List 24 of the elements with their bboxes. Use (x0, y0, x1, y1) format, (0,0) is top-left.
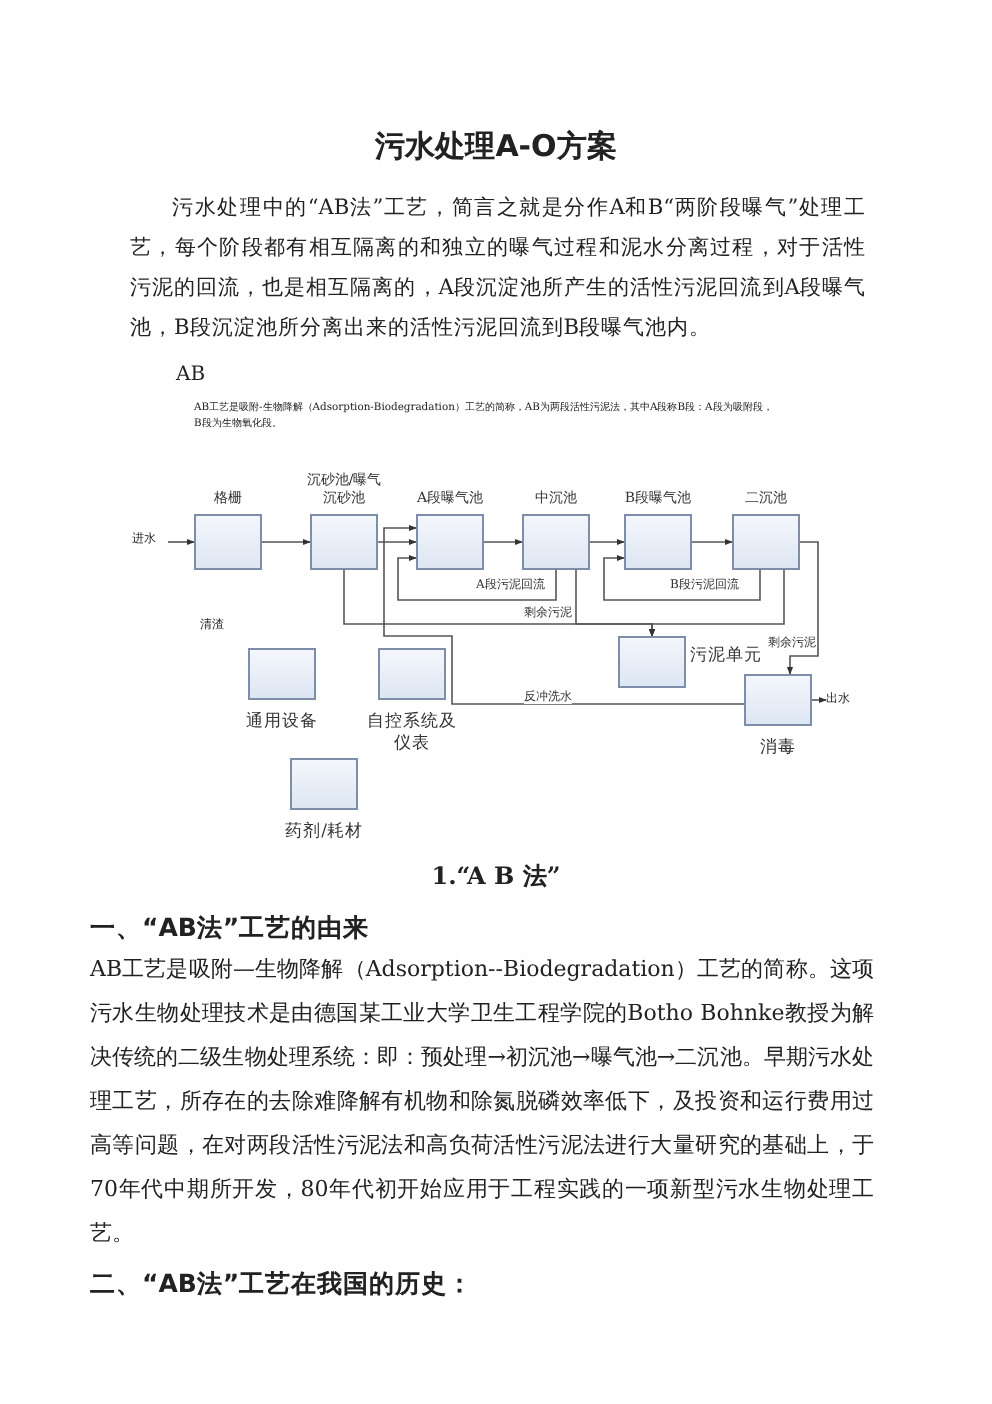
arrow (377, 538, 417, 546)
arrow (603, 554, 761, 601)
figure-heading: AB (176, 364, 206, 386)
arrow (483, 538, 523, 546)
box-label: 通用设备 (244, 712, 320, 734)
arrow (167, 538, 195, 546)
section-heading: 二、“AB法”工艺在我国的历史： (90, 1268, 474, 1302)
box-label: 污泥单元 (690, 648, 762, 666)
box-label: 自控系统及仪表 (366, 712, 458, 756)
paragraph: 污水处理中的“AB法”工艺，简言之就是分作A和B“两阶段曝气”处理工艺，每个阶段都有相互隔离的和独立的曝气过程和泥水分离过程，对于活性污泥的回流，也是相互隔离的，A段沉淀池所产生的活性污泥回流到A段曝气池，B段沉淀池所分离出来的活性污泥回流到B段曝气池内。 (130, 194, 866, 344)
arrow (648, 569, 785, 637)
arrow (397, 554, 557, 601)
arrow (811, 696, 827, 704)
paragraph: AB工艺是吸附—生物降解（Adsorption--Biodegradation）工艺的简称。这项污水生物处理技术是由德国某工业大学卫生工程学院的Botho Bohnke教授为解决传统的二级生物处理系统：即：预处理→初沉池→曝气池→二沉池。早期污水处理工艺，所存在的去除难降解有机物和除氮脱磷效率低下，及投资和运行费用过高等问题，在对两段活性污泥法和高负荷活性污泥法进行大量研究的基础上，于70年代中期所开发，80年代初开始应用于工程实践的一项新型污水生物处理工艺。 (90, 954, 874, 1250)
arrow (786, 541, 819, 675)
section-heading: 一、“AB法”工艺的由来 (90, 912, 370, 946)
arrow (383, 524, 745, 705)
arrow (589, 538, 625, 546)
box-label: 药剂/耗材 (283, 822, 365, 844)
box-label: 消毒 (758, 738, 798, 760)
page-title: 污水处理A-O方案 (373, 128, 619, 166)
section-title: 1.“A B 法” (429, 860, 563, 894)
arrow (691, 538, 733, 546)
arrow (261, 538, 311, 546)
